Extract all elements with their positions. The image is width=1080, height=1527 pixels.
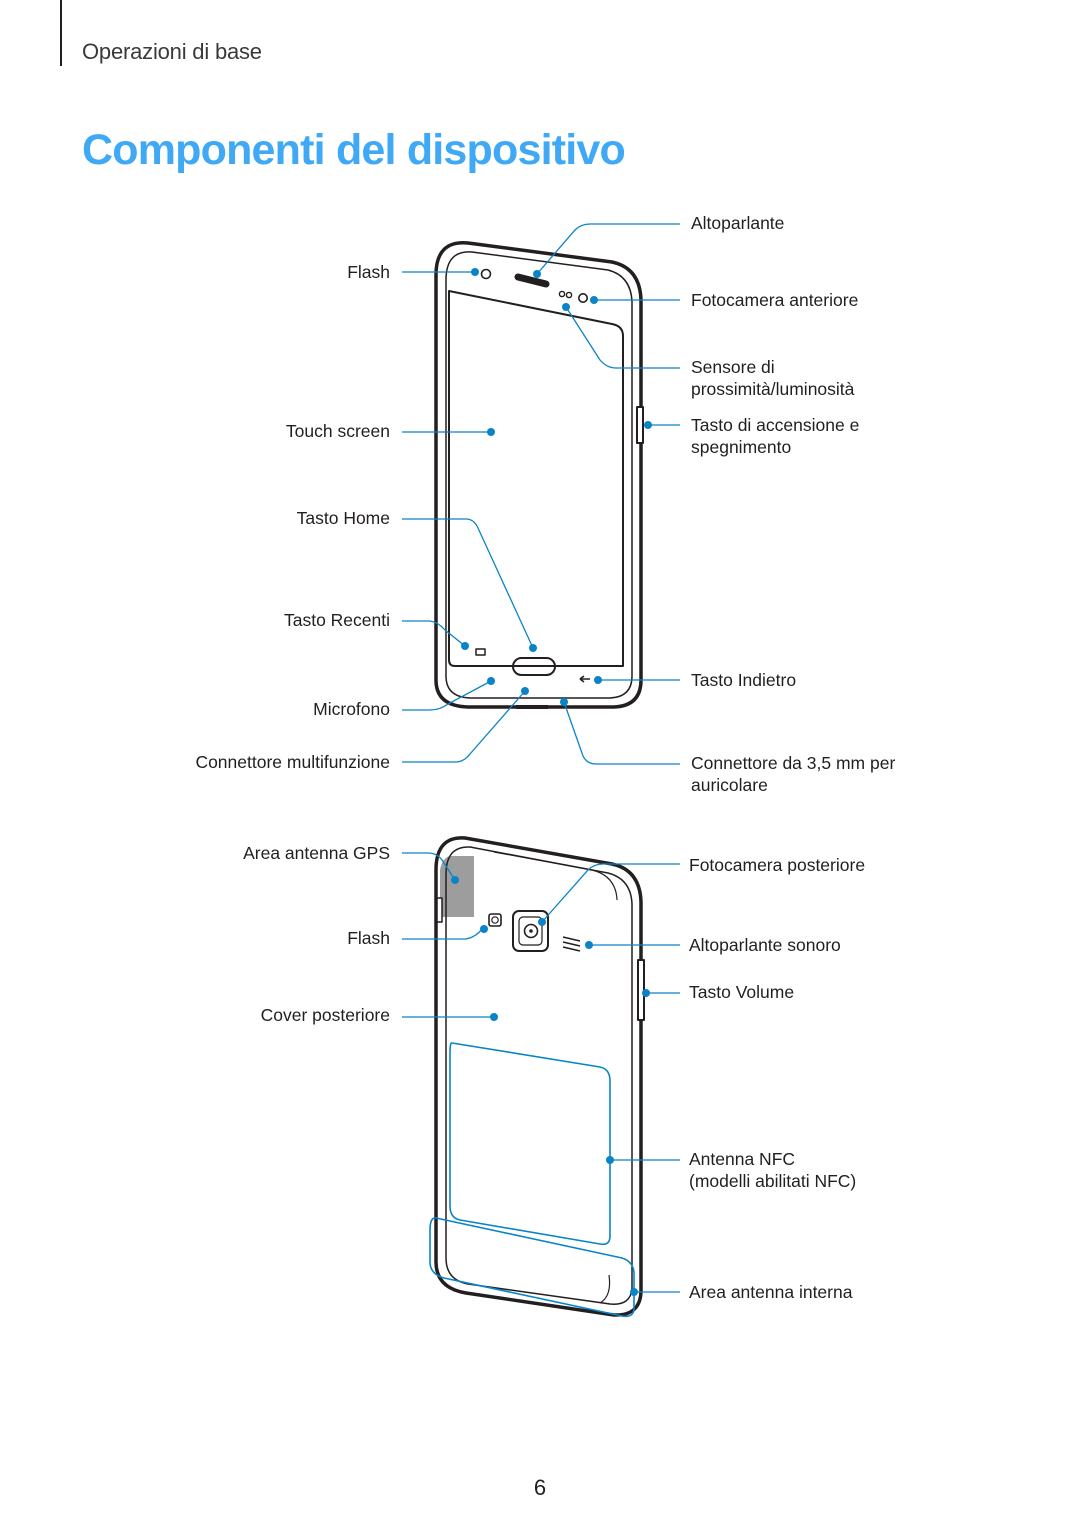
label-recent-key: Tasto Recenti [283, 610, 390, 630]
speaker-callout-dot [533, 270, 541, 278]
sensor-callout-dot [562, 303, 570, 311]
label-flash-back: Flash [347, 928, 390, 948]
nfc-antenna-callout-dot [606, 1156, 614, 1164]
touch-screen-callout-dot [487, 428, 495, 436]
back-device-illustration [434, 836, 645, 1317]
flash-callout-dot [471, 268, 479, 276]
label-back-cover: Cover posteriore [260, 1005, 390, 1025]
label-multipurpose-jack: Connettore multifunzione [195, 752, 390, 772]
label-flash-front: Flash [347, 262, 390, 282]
label-rear-camera: Fotocamera posteriore [689, 855, 866, 875]
front-callouts [402, 223, 680, 765]
label-back-key: Tasto Indietro [691, 670, 797, 690]
label-sensor-line1: Sensore di [691, 357, 775, 377]
label-power-key-line1: Tasto di accensione e [691, 415, 860, 435]
gps-antenna-callout-dot [451, 876, 459, 884]
power-key-callout-dot [644, 421, 652, 429]
label-earphone-jack-line1: Connettore da 3,5 mm per [691, 753, 896, 773]
label-touch-screen: Touch screen [285, 421, 390, 441]
microphone-callout-dot [487, 677, 495, 685]
back-callouts [402, 852, 680, 1318]
page-number: 6 [533, 1475, 547, 1500]
label-sensor-line2: prossimità/luminosità [691, 379, 855, 399]
front-callout-dots [461, 268, 652, 706]
label-speaker: Altoparlante [691, 213, 785, 233]
volume-key-callout-dot [642, 989, 650, 997]
multipurpose-jack-callout-dot [521, 687, 529, 695]
label-nfc-antenna-line2: (modelli abilitati NFC) [689, 1171, 857, 1191]
label-volume-key: Tasto Volume [689, 982, 795, 1002]
recent-key-callout-dot [461, 642, 469, 650]
label-microphone: Microfono [313, 699, 390, 719]
earphone-jack-callout-dot [560, 698, 568, 706]
label-home-key: Tasto Home [296, 508, 390, 528]
label-loudspeaker: Altoparlante sonoro [689, 935, 841, 955]
section-title: Operazioni di base [82, 39, 262, 64]
label-gps-antenna: Area antenna GPS [243, 843, 390, 863]
loudspeaker-callout-dot [585, 941, 593, 949]
label-earphone-jack-line2: auricolare [691, 775, 768, 795]
back-key-callout-dot [594, 676, 602, 684]
label-nfc-antenna-line1: Antenna NFC [689, 1149, 796, 1169]
gps-antenna-area [440, 856, 474, 917]
label-front-camera: Fotocamera anteriore [691, 290, 859, 310]
label-internal-antenna: Area antenna interna [689, 1282, 853, 1302]
front-camera-callout-dot [590, 296, 598, 304]
back-cover-callout-dot [490, 1013, 498, 1021]
front-device-illustration [434, 241, 644, 709]
home-key-callout-dot [529, 644, 537, 652]
rear-camera-callout-dot [538, 918, 546, 926]
back-callout-dots [451, 876, 650, 1296]
internal-antenna-callout-dot [630, 1288, 638, 1296]
page-title: Componenti del dispositivo [82, 126, 626, 174]
rear-flash-callout-dot [480, 925, 488, 933]
section-rule [60, 0, 62, 66]
label-power-key-line2: spegnimento [691, 437, 792, 457]
